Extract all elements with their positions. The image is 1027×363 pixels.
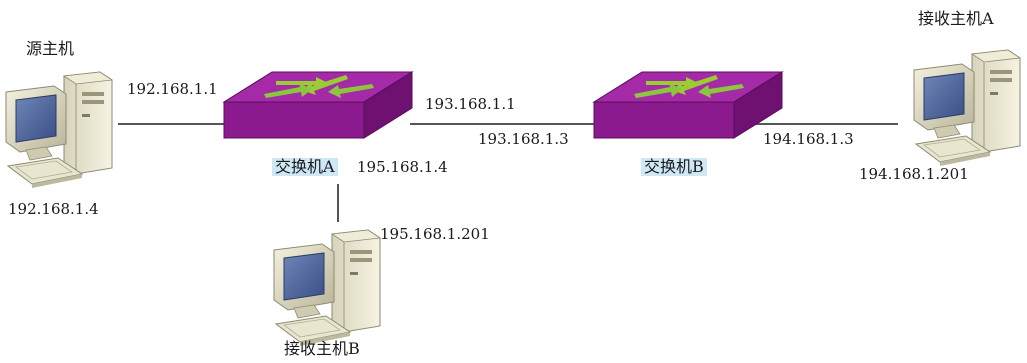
switch-b-port-host-a-ip: 194.168.1.3 [763, 130, 854, 148]
switch-b-port-a-ip: 193.168.1.3 [478, 130, 569, 148]
receiver-a-ip: 194.168.1.201 [859, 165, 969, 183]
switch-a-icon [223, 71, 413, 139]
switch-b-name: 交换机B [641, 158, 707, 176]
network-links [118, 123, 898, 222]
source-host-computer-icon [5, 71, 113, 189]
switch-a-port-source-ip: 192.168.1.1 [127, 80, 218, 98]
switch-a-port-host-b-ip: 195.168.1.4 [357, 158, 448, 176]
source-host-name: 源主机 [26, 39, 75, 58]
switch-a-port-b-ip: 193.168.1.1 [425, 95, 516, 113]
switch-a-name: 交换机A [272, 158, 338, 176]
receiver-a-name: 接收主机A [918, 9, 994, 28]
switch-b-icon [593, 71, 783, 139]
receiver-b-ip: 195.168.1.201 [380, 225, 490, 243]
receiver-a-computer-icon [913, 49, 1021, 167]
source-host-ip: 192.168.1.4 [8, 200, 99, 218]
receiver-b-name: 接收主机B [284, 339, 360, 358]
receiver-b-computer-icon [273, 229, 381, 347]
